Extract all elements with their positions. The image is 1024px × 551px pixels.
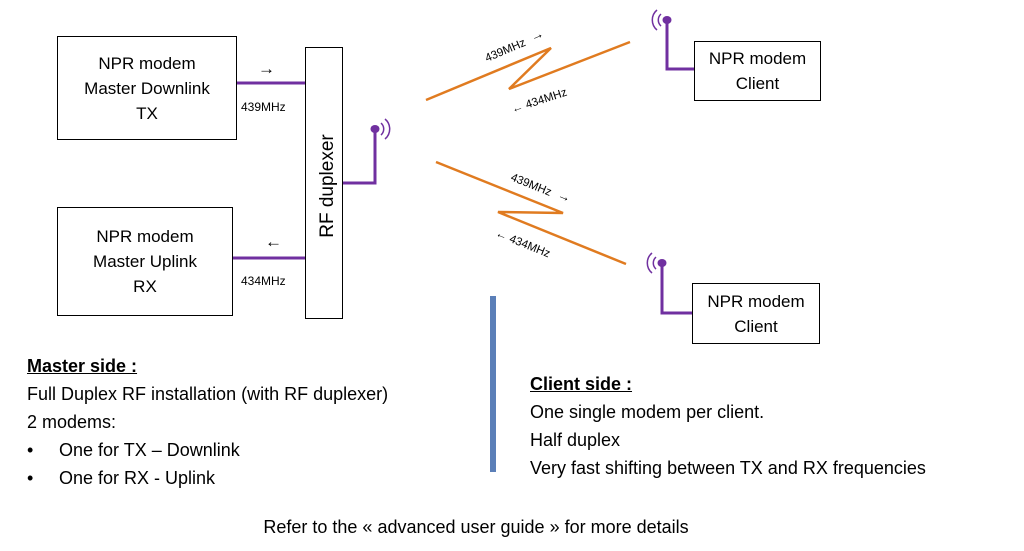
client-top-antenna-feed [665, 22, 694, 71]
master-uplink-line-1: NPR modem [96, 227, 194, 246]
radio-path-top [425, 40, 631, 102]
bottom-rx-freq-label: ← 434MHz [494, 228, 552, 261]
master-side-bullet-2: • One for RX - Uplink [27, 464, 388, 492]
rf-duplexer-box [305, 47, 343, 319]
master-side-line-1: Full Duplex RF installation (with RF dup… [27, 384, 389, 404]
master-downlink-line-2: Master Downlink [84, 78, 210, 98]
bullet-icon: • [27, 468, 34, 488]
top-rx-freq-label: ← 434MHz [510, 87, 569, 116]
bottom-tx-arrow-icon: → [556, 187, 574, 206]
client-bottom-line-2: Client [734, 316, 778, 336]
master-side-line-2: 2 modems: [27, 412, 117, 432]
client-side-line-2: Half duplex [530, 430, 621, 450]
top-tx-arrow-icon: → [528, 25, 546, 44]
uplink-freq-label: 434MHz [241, 274, 286, 288]
master-antenna-feed [342, 132, 377, 185]
tx-direction-arrow-icon: → [258, 59, 275, 78]
client-top-antenna-icon [651, 9, 672, 31]
master-downlink-modem-box: NPR modem Master Downlink TX [57, 36, 237, 140]
client-top-line-2: Client [735, 74, 780, 93]
client-side-heading: Client side : [530, 374, 633, 394]
client-side-line-1: One single modem per client. [530, 402, 765, 422]
client-top-modem-box: NPR modem Client [694, 41, 821, 101]
master-uplink-line-3: RX [133, 277, 157, 296]
master-side-bullet-2-text: One for RX - Uplink [59, 468, 216, 488]
client-side-line-3: Very fast shifting between TX and RX fre… [530, 458, 926, 478]
radio-path-bottom [435, 160, 627, 266]
rf-duplexer-label: RF duplexer [317, 134, 338, 238]
master-uplink-modem-box: NPR modem Master Uplink RX [57, 207, 233, 316]
footer-note: Refer to the « advanced user guide » for… [263, 517, 689, 537]
client-top-line-1: NPR modem [708, 49, 807, 68]
rx-direction-arrow-icon: ← [265, 232, 282, 251]
master-downlink-line-3: TX [136, 103, 158, 123]
downlink-freq-label: 439MHz [241, 100, 286, 114]
master-side-heading: Master side : [27, 356, 138, 376]
client-bottom-antenna-feed [660, 265, 692, 315]
master-downlink-line-1: NPR modem [98, 53, 196, 73]
master-side-section: Master side : Full Duplex RF installatio… [27, 352, 388, 492]
master-uplink-line-2: Master Uplink [93, 252, 197, 271]
client-bottom-line-1: NPR modem [707, 291, 805, 311]
client-bottom-antenna-icon [646, 252, 667, 274]
master-side-bullet-1: • One for TX – Downlink [27, 436, 388, 464]
client-side-section: Client side : One single modem per clien… [530, 370, 926, 482]
master-antenna-icon [370, 118, 391, 140]
client-bottom-modem-box: NPR modem Client [692, 283, 820, 344]
master-side-bullet-1-text: One for TX – Downlink [59, 440, 240, 460]
bullet-icon: • [27, 440, 34, 460]
